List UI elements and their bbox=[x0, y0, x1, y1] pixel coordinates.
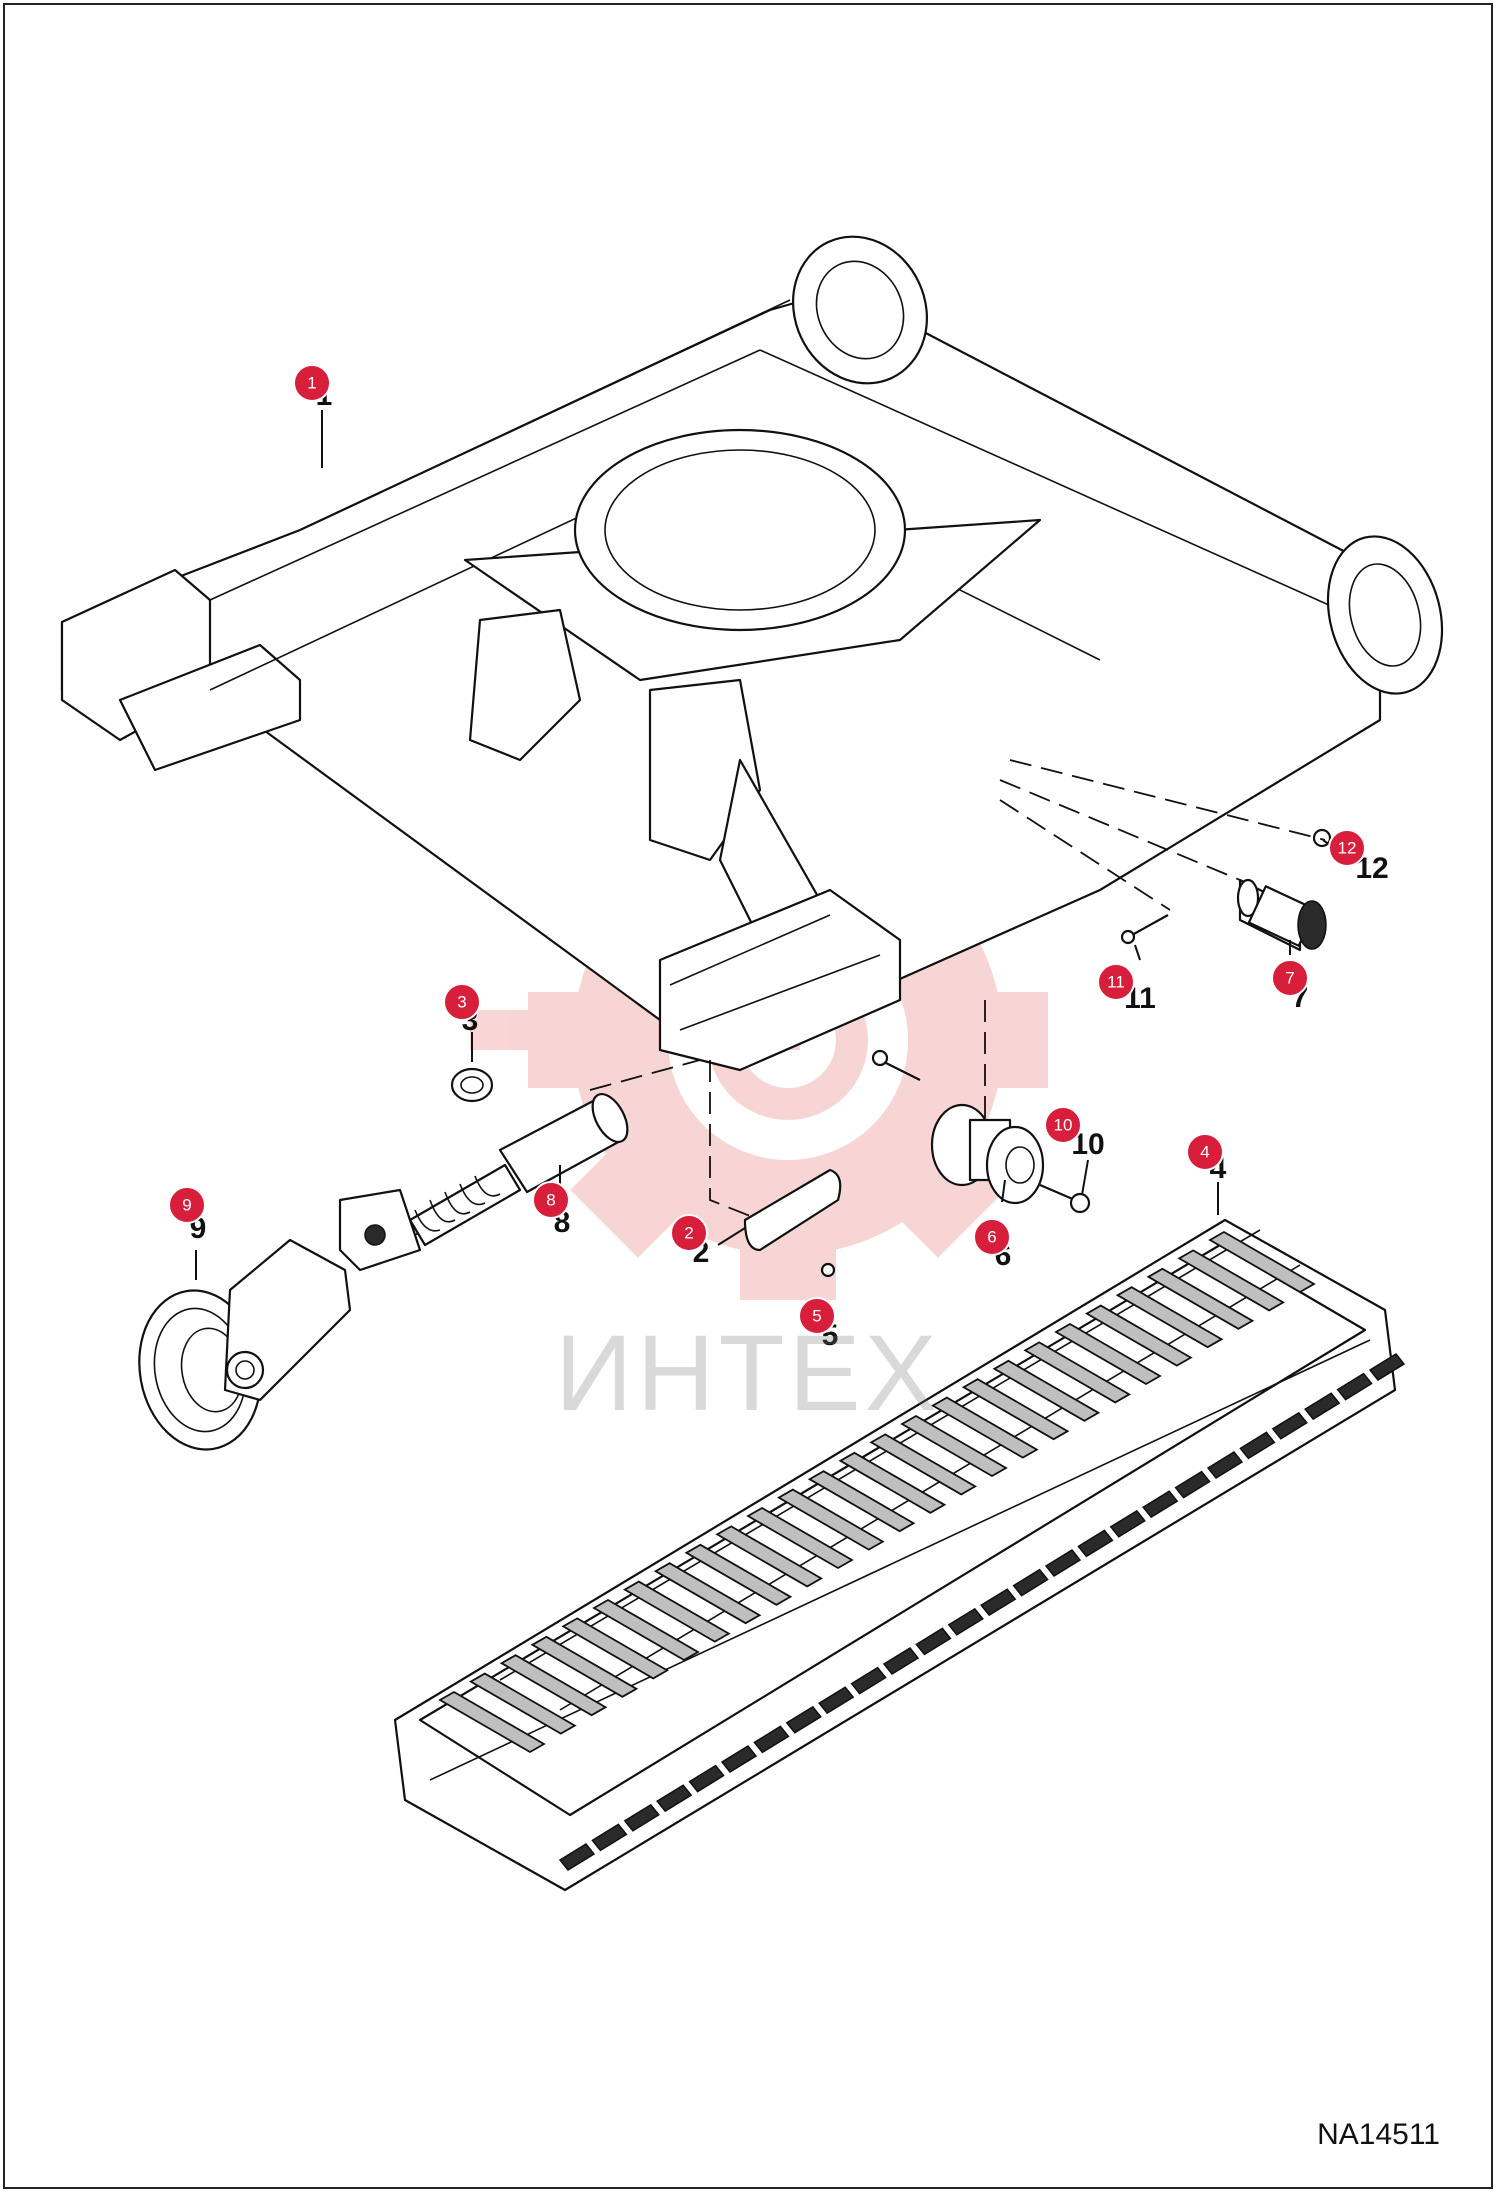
svg-text:9: 9 bbox=[182, 1196, 191, 1215]
track-cleat bbox=[961, 1378, 1070, 1441]
track-shoe bbox=[1304, 1392, 1341, 1421]
track-cleat bbox=[930, 1396, 1039, 1459]
track-cleat bbox=[1115, 1286, 1224, 1349]
track-shoes bbox=[558, 1353, 1406, 1871]
track-cleat bbox=[684, 1543, 793, 1606]
callout-7[interactable]: 7 bbox=[1271, 959, 1309, 997]
svg-text:8: 8 bbox=[546, 1191, 555, 1210]
bolt-10 bbox=[1039, 1183, 1076, 1202]
track-shoe bbox=[915, 1627, 952, 1656]
track-cleat bbox=[622, 1580, 731, 1643]
callout-12[interactable]: 12 bbox=[1328, 829, 1366, 867]
track-shoe bbox=[1206, 1451, 1244, 1479]
callout-3[interactable]: 3 bbox=[443, 983, 481, 1021]
callout-5[interactable]: 5 bbox=[798, 1297, 836, 1335]
svg-text:4: 4 bbox=[1200, 1143, 1209, 1162]
track-shoe bbox=[753, 1725, 790, 1754]
track-shoe bbox=[947, 1607, 984, 1636]
drawing-border bbox=[3, 3, 1493, 2189]
track-cleat bbox=[1208, 1230, 1316, 1294]
callout-4[interactable]: 4 bbox=[1186, 1133, 1224, 1171]
svg-text:1: 1 bbox=[307, 374, 316, 393]
track-cleat bbox=[900, 1414, 1008, 1478]
track-adjuster-cylinder bbox=[338, 1093, 629, 1272]
track-shoe bbox=[1368, 1353, 1406, 1381]
bottom-roller bbox=[871, 1049, 1091, 1214]
track-shoe bbox=[850, 1666, 887, 1695]
track-shoe bbox=[720, 1745, 758, 1773]
callout-2[interactable]: 2 bbox=[670, 1214, 708, 1252]
idler-wheel bbox=[138, 1238, 352, 1451]
svg-text:7: 7 bbox=[1285, 969, 1294, 988]
track-shoe bbox=[1142, 1490, 1179, 1519]
track-cleat bbox=[1084, 1304, 1193, 1367]
svg-text:2: 2 bbox=[684, 1224, 693, 1243]
track-shoe bbox=[1174, 1470, 1211, 1499]
track-cleat bbox=[1146, 1267, 1255, 1330]
track-shoe bbox=[1239, 1431, 1276, 1460]
track-shoe bbox=[1109, 1509, 1146, 1538]
callout-10[interactable]: 10 bbox=[1044, 1106, 1082, 1144]
track-cleat bbox=[1054, 1322, 1162, 1386]
track-cleat bbox=[468, 1672, 577, 1735]
track-shoe bbox=[688, 1764, 725, 1793]
track-cleat bbox=[746, 1506, 854, 1570]
track-shoe bbox=[818, 1686, 855, 1715]
track-shoe bbox=[656, 1784, 693, 1813]
track-cleat bbox=[869, 1433, 978, 1496]
bolt-11 bbox=[1131, 914, 1169, 936]
track-cleat bbox=[715, 1525, 824, 1588]
watermark-text: ИНТЕХ bbox=[555, 1312, 941, 1433]
track-shoe bbox=[980, 1588, 1017, 1617]
track-cleat bbox=[438, 1690, 546, 1754]
bracket-plate bbox=[743, 1168, 842, 1278]
track-cleat bbox=[1023, 1341, 1132, 1404]
svg-text:5: 5 bbox=[812, 1307, 821, 1326]
track-cleats bbox=[438, 1230, 1316, 1754]
track-cleat bbox=[653, 1562, 762, 1625]
bolt-5 bbox=[820, 1262, 836, 1278]
track-cleat bbox=[561, 1617, 670, 1680]
track-shoe bbox=[591, 1823, 628, 1852]
callout-6[interactable]: 6 bbox=[973, 1218, 1011, 1256]
track-shoe bbox=[558, 1843, 596, 1871]
track-shoe bbox=[1044, 1549, 1082, 1577]
track-frame bbox=[60, 235, 1444, 1072]
track-shoe bbox=[785, 1705, 822, 1734]
callout-1[interactable]: 1 bbox=[293, 364, 331, 402]
svg-text:6: 6 bbox=[987, 1228, 996, 1247]
track-cleat bbox=[592, 1598, 700, 1662]
track-shoe bbox=[882, 1647, 920, 1675]
rubber-track bbox=[393, 1218, 1406, 1892]
callout-markers: 1 2 3 4 5 6 7 8 9 10 11 12 bbox=[168, 364, 1366, 1335]
svg-text:12: 12 bbox=[1338, 839, 1357, 858]
callout-11[interactable]: 11 bbox=[1097, 963, 1135, 1001]
track-shoe bbox=[623, 1803, 660, 1832]
track-cleat bbox=[499, 1654, 608, 1717]
track-cleat bbox=[776, 1488, 885, 1551]
track-cleat bbox=[992, 1359, 1101, 1422]
track-shoe bbox=[1077, 1529, 1114, 1558]
track-cleat bbox=[1177, 1249, 1286, 1312]
track-cleat bbox=[807, 1470, 916, 1533]
ring bbox=[450, 1067, 494, 1103]
track-shoe bbox=[1336, 1372, 1373, 1401]
drawing-code: NA14511 bbox=[1317, 2118, 1440, 2151]
track-shoe bbox=[1271, 1411, 1308, 1440]
assembly-lines bbox=[369, 759, 1326, 1261]
track-shoe bbox=[1012, 1568, 1049, 1597]
callout-8[interactable]: 8 bbox=[532, 1181, 570, 1219]
svg-text:11: 11 bbox=[1107, 973, 1125, 992]
top-roller-assembly bbox=[1120, 828, 1332, 952]
svg-text:10: 10 bbox=[1054, 1116, 1073, 1135]
track-cleat bbox=[838, 1451, 947, 1514]
track-cleat bbox=[530, 1635, 639, 1698]
callout-9[interactable]: 9 bbox=[168, 1186, 206, 1224]
svg-text:3: 3 bbox=[457, 993, 466, 1012]
